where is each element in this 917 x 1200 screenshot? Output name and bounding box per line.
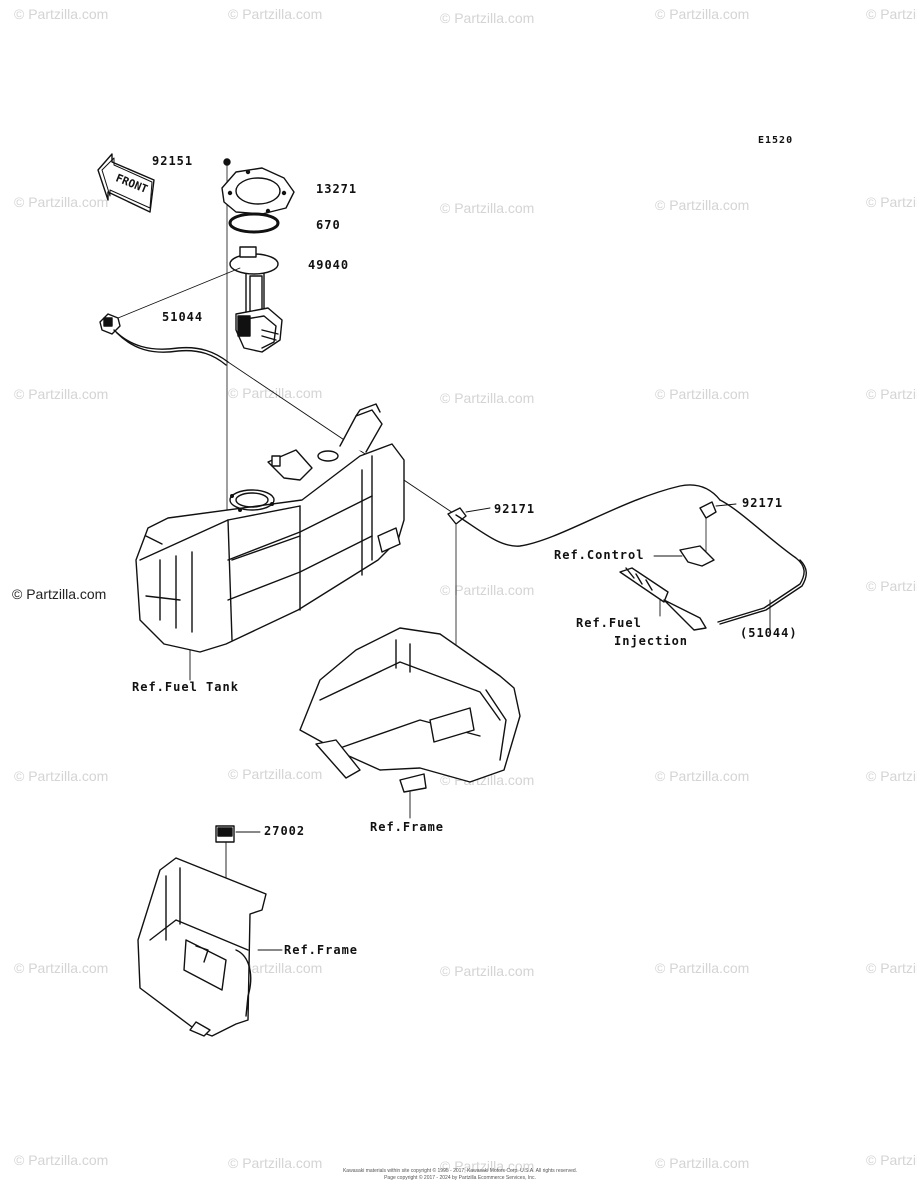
watermark-text: © Partzilla.com: [440, 582, 535, 598]
control-bracket: [653, 545, 715, 567]
plate-13271: [221, 167, 295, 215]
ref-fuel-injection-label: Ref.Fuel: [576, 616, 642, 630]
watermark-text: © Partzilla.com: [655, 1155, 750, 1171]
part-label-92151[interactable]: 92151: [152, 154, 194, 168]
clip-92171-right: [699, 501, 737, 561]
o-ring-670: [228, 212, 280, 234]
frame-low: [137, 857, 283, 1037]
watermark-text: © Partzilla.com: [655, 386, 750, 402]
watermark-text: © Partzilla.com: [14, 1152, 109, 1168]
front-arrow-icon: [97, 153, 155, 213]
screw-92151: [223, 158, 231, 166]
part-label-670[interactable]: 670: [316, 218, 341, 232]
watermark-text: © Partzilla.com: [228, 385, 323, 401]
hose-51044: [455, 484, 807, 633]
watermark-text: © Partzilla.com: [866, 386, 917, 402]
part-label-51044-ref[interactable]: (51044): [740, 626, 798, 640]
part-label-49040[interactable]: 49040: [308, 258, 350, 272]
watermark-text: © Partzilla.com: [866, 960, 917, 976]
part-label-92171-right[interactable]: 92171: [742, 496, 784, 510]
watermark-text: © Partzilla.com: [866, 1152, 917, 1168]
watermark-text: © Partzilla.com: [228, 1155, 323, 1171]
watermark-text: © Partzilla.com: [14, 6, 109, 22]
watermark-text: © Partzilla.com: [655, 6, 750, 22]
watermark-text: © Partzilla.com: [655, 768, 750, 784]
ref-control-label: Ref.Control: [554, 548, 645, 562]
clip-92171-left: [447, 507, 491, 525]
watermark-text: © Partzilla.com: [866, 768, 917, 784]
ref-fuel-injection-label-2: Injection: [614, 634, 689, 648]
diagram-code: E1520: [758, 135, 794, 146]
watermark-text: © Partzilla.com: [866, 578, 917, 594]
watermark-text: © Partzilla.com: [440, 390, 535, 406]
part-label-27002[interactable]: 27002: [264, 824, 306, 838]
part-label-92171-left[interactable]: 92171: [494, 502, 536, 516]
wire-harness-51044: [99, 267, 457, 516]
part-label-13271[interactable]: 13271: [316, 182, 358, 196]
ref-fuel-tank-label: Ref.Fuel Tank: [132, 680, 239, 694]
ref-frame-label-low: Ref.Frame: [284, 943, 359, 957]
watermark-text: © Partzilla.com: [14, 768, 109, 784]
watermark-text: © Partzilla.com: [440, 1158, 535, 1174]
watermark-text: © Partzilla.com: [228, 6, 323, 22]
part-label-51044[interactable]: 51044: [162, 310, 204, 324]
watermark-text: © Partzilla.com: [14, 194, 109, 210]
watermark-text: © Partzilla.com: [14, 960, 109, 976]
watermark-text: © Partzilla.com: [866, 6, 917, 22]
watermark-text: © Partzilla.com: [440, 10, 535, 26]
watermark-text: © Partzilla.com: [866, 194, 917, 210]
ref-frame-label-mid: Ref.Frame: [370, 820, 445, 834]
copyright-line-1: Kawasaki materials within site copyright…: [342, 1168, 578, 1174]
fuel-tank: [135, 403, 405, 681]
frame-mid: [299, 627, 521, 819]
fuel-pump-49040: [229, 246, 283, 353]
watermark-text: © Partzilla.com: [14, 386, 109, 402]
watermark-text: © Partzilla.com: [655, 960, 750, 976]
watermark-text: © Partzilla.com: [440, 963, 535, 979]
watermark-text: © Partzilla.com: [440, 200, 535, 216]
watermark-text: © Partzilla.com: [655, 197, 750, 213]
watermark-text: © Partzilla.com: [228, 960, 323, 976]
fuel-injector: [619, 567, 707, 631]
watermark-text: © Partzilla.com: [228, 766, 323, 782]
partzilla-watermark: © Partzilla.com: [12, 586, 107, 602]
copyright-line-2: Page copyright © 2017 - 2024 by Partzill…: [384, 1175, 536, 1181]
